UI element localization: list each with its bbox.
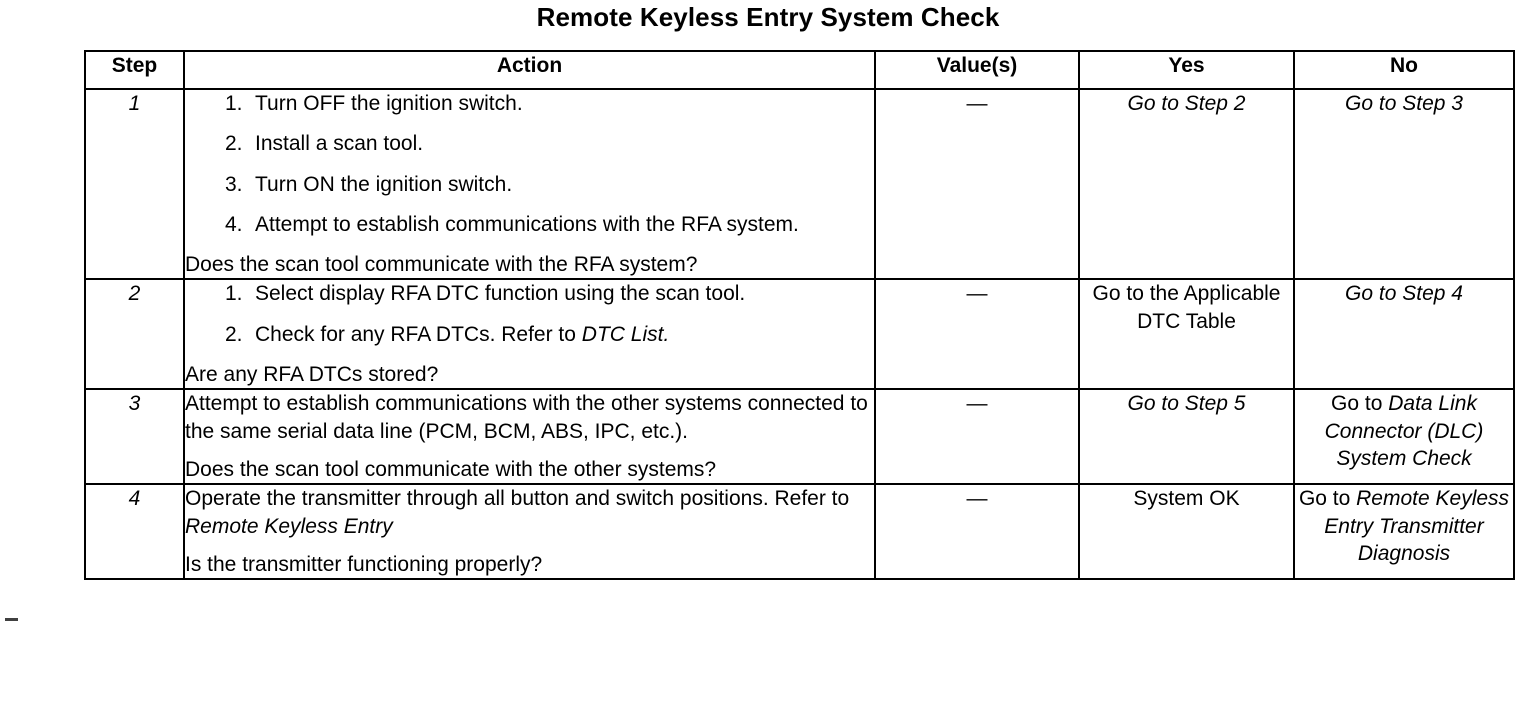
action-step-number: 4. <box>225 212 243 236</box>
action-step-text: Check for any RFA DTCs. Refer to DTC Lis… <box>255 321 874 348</box>
no-branch-reference: Go to Step 3 <box>1345 92 1463 115</box>
action-step-text: Turn OFF the ignition switch. <box>255 92 523 115</box>
action-cell: 1. Select display RFA DTC function using… <box>183 278 876 391</box>
no-branch-plain: Go to <box>1331 392 1389 416</box>
no-branch-reference: Remote Keyless Entry Transmitter Diagnos… <box>1324 487 1510 565</box>
action-question: Are any RFA DTCs stored? <box>185 363 439 387</box>
scan-artifact-mark <box>5 618 18 621</box>
action-paragraph-plain: Operate the transmitter through all butt… <box>185 487 850 511</box>
action-step-item: 1. Select display RFA DTC function using… <box>185 280 874 307</box>
action-question: Does the scan tool communicate with the … <box>185 253 698 277</box>
action-step-text: Install a scan tool. <box>255 132 424 156</box>
step-number: 3 <box>84 388 185 486</box>
action-step-item: 2. Check for any RFA DTCs. Refer to DTC … <box>185 321 874 348</box>
value-cell: — <box>874 483 1080 581</box>
yes-branch-cell: Go to the Applicable DTC Table <box>1078 278 1295 391</box>
action-step-text: Turn ON the ignition switch. <box>255 172 513 196</box>
action-step-item: 2. Install a scan tool. <box>185 130 874 157</box>
yes-branch-cell: Go to Step 2 <box>1078 87 1295 281</box>
no-branch-cell: Go to Data Link Connector (DLC) System C… <box>1293 388 1515 486</box>
action-step-number: 2. <box>225 132 243 156</box>
no-branch-reference: Data Link Connector (DLC) System Check <box>1324 392 1484 470</box>
action-step-text-plain: Check for any RFA DTCs. Refer to <box>255 322 582 346</box>
column-header-step: Step <box>84 50 185 90</box>
action-cell: Attempt to establish communications with… <box>183 388 876 486</box>
column-header-action: Action <box>183 50 876 90</box>
yes-branch-reference: Go to Step 2 <box>1127 92 1246 115</box>
no-branch-cell: Go to Step 3 <box>1293 87 1515 281</box>
no-branch-plain: Go to <box>1298 487 1357 511</box>
value-cell: — <box>874 388 1080 486</box>
yes-branch-cell: Go to Step 5 <box>1078 388 1295 486</box>
yes-branch-plain: System OK <box>1133 487 1240 511</box>
action-step-number: 1. <box>225 92 243 115</box>
action-cell: 1. Turn OFF the ignition switch. 2. Inst… <box>183 87 876 281</box>
diagnostic-table: Step Action Value(s) Yes No 1 1. Turn OF… <box>84 50 1515 581</box>
action-step-number: 3. <box>225 172 243 196</box>
yes-branch-cell: System OK <box>1078 483 1295 581</box>
column-header-yes: Yes <box>1078 50 1295 90</box>
table-row: 2 1. Select display RFA DTC function usi… <box>84 278 1515 391</box>
action-paragraph-reference: Remote Keyless Entry <box>185 514 393 538</box>
action-step-reference: DTC List. <box>581 322 670 346</box>
action-step-item: 3. Turn ON the ignition switch. <box>185 171 874 198</box>
column-header-no: No <box>1293 50 1515 90</box>
table-row: 3 Attempt to establish communications wi… <box>84 388 1515 486</box>
action-step-text: Select display RFA DTC function using th… <box>255 282 746 306</box>
column-header-value: Value(s) <box>874 50 1080 90</box>
yes-branch-reference: Go to Step 5 <box>1127 392 1246 416</box>
action-step-item: 1. Turn OFF the ignition switch. <box>185 90 874 117</box>
step-number: 2 <box>84 278 185 391</box>
table-row: 4 Operate the transmitter through all bu… <box>84 483 1515 581</box>
value-cell: — <box>874 87 1080 281</box>
no-branch-cell: Go to Step 4 <box>1293 278 1515 391</box>
action-step-number: 1. <box>225 282 243 306</box>
action-step-text: Attempt to establish communications with… <box>255 212 799 236</box>
no-branch-cell: Go to Remote Keyless Entry Transmitter D… <box>1293 483 1515 581</box>
action-paragraph: Attempt to establish communications with… <box>185 392 868 443</box>
yes-branch-plain: Go to the Applicable DTC Table <box>1092 282 1281 333</box>
page-title: Remote Keyless Entry System Check <box>536 2 1000 32</box>
no-branch-reference: Go to Step 4 <box>1345 282 1463 306</box>
table-header-row: Step Action Value(s) Yes No <box>84 50 1515 90</box>
action-step-item: 4. Attempt to establish communications w… <box>185 211 874 238</box>
step-number: 1 <box>84 87 185 281</box>
action-step-number: 2. <box>225 322 243 346</box>
step-number: 4 <box>84 483 185 581</box>
action-question: Is the transmitter functioning properly? <box>185 552 543 576</box>
action-paragraph: Operate the transmitter through all butt… <box>185 485 874 540</box>
action-cell: Operate the transmitter through all butt… <box>183 483 876 581</box>
action-question: Does the scan tool communicate with the … <box>185 457 717 481</box>
value-cell: — <box>874 278 1080 391</box>
table-row: 1 1. Turn OFF the ignition switch. 2. In… <box>84 87 1515 281</box>
